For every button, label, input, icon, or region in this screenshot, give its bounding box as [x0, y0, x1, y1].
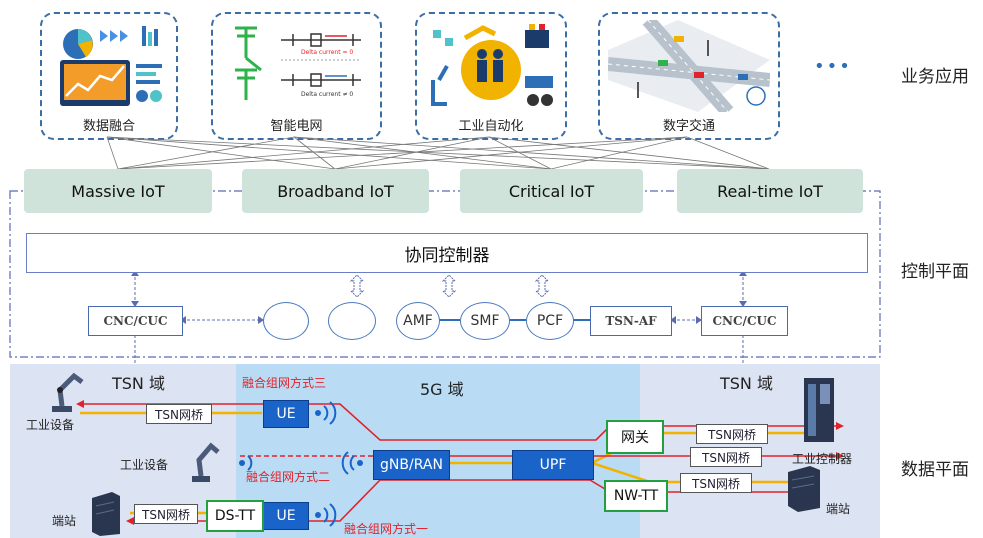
fusion-mode-3-label: 融合组网方式三 [242, 376, 327, 390]
data-fusion-illustration [50, 20, 168, 112]
gateway-box: 网关 [606, 420, 664, 454]
industrial-controller-label: 工业控制器 [792, 452, 853, 466]
fusion-mode-2-label: 融合组网方式二 [246, 470, 331, 484]
tsn-bridge-right-1: TSN网桥 [696, 424, 768, 444]
empty-function-oval-1 [263, 302, 309, 340]
ds-tt-box: DS-TT [206, 500, 264, 532]
iot-category-broadband: Broadband IoT [242, 169, 429, 213]
tsn-domain-right-title: TSN 域 [720, 374, 773, 393]
app-label: 数据融合 [82, 119, 135, 134]
empty-function-oval-2 [328, 302, 376, 340]
nw-tt-box: NW-TT [604, 480, 668, 512]
iot-category-massive: Massive IoT [24, 169, 212, 213]
robot-arm-icon [192, 442, 220, 482]
app-card-digital-traffic: 数字交通 [598, 12, 780, 140]
tsn-bridge-right-2: TSN网桥 [690, 447, 762, 467]
terminal-station-label-right: 端站 [826, 502, 851, 516]
coordinator-box: 协同控制器 [26, 233, 868, 273]
layer-label-business: 业务应用 [901, 67, 969, 87]
gnb-ran-box: gNB/RAN [373, 450, 450, 480]
smf-oval: SMF [460, 302, 510, 340]
iot-category-realtime: Real-time IoT [677, 169, 863, 213]
tsn-bridge-right-3: TSN网桥 [680, 473, 752, 493]
amf-oval: AMF [396, 302, 440, 340]
server-icon [788, 466, 820, 512]
tsn-bridge-left-top: TSN网桥 [146, 404, 212, 424]
digital-traffic-illustration [607, 15, 771, 117]
tsn-af-box: TSN-AF [590, 306, 672, 336]
pcf-oval: PCF [526, 302, 574, 340]
industrial-device-label-top: 工业设备 [26, 418, 75, 432]
fusion-mode-1-label: 融合组网方式一 [344, 522, 429, 536]
app-label: 工业自动化 [458, 119, 524, 134]
cnc-cuc-left-box: CNC/CUC [88, 306, 183, 336]
ue-box-bottom: UE [263, 502, 309, 530]
server-icon [92, 492, 120, 536]
app-label: 数字交通 [662, 119, 715, 134]
delta-current-zero-text: Delta current = 0 [301, 49, 353, 56]
wireless-signal-icon [239, 401, 363, 527]
more-applications-ellipsis: ••• [814, 56, 852, 77]
industrial-automation-illustration [425, 20, 557, 112]
cnc-cuc-right-box: CNC/CUC [701, 306, 788, 336]
industrial-device-label-mid: 工业设备 [120, 458, 169, 472]
delta-current-nonzero-text: Delta current ≠ 0 [301, 91, 353, 98]
robot-arm-icon [52, 372, 84, 412]
ue-box-top: UE [263, 400, 309, 428]
app-iot-mesh-lines [106, 136, 770, 170]
layer-label-data: 数据平面 [901, 460, 969, 480]
smart-grid-illustration: Delta current = 0 Delta current ≠ 0 [221, 20, 372, 112]
5g-domain-title: 5G 域 [420, 380, 464, 399]
tsn-bridge-left-bottom: TSN网桥 [134, 504, 198, 524]
industrial-controller-icon [804, 378, 834, 442]
app-card-data-fusion: 数据融合 [40, 12, 178, 140]
upf-box: UPF [512, 450, 594, 480]
app-card-industrial-automation: 工业自动化 [415, 12, 567, 140]
iot-category-critical: Critical IoT [460, 169, 643, 213]
tsn-domain-left [10, 364, 236, 538]
app-label: 智能电网 [270, 119, 323, 134]
tsn-domain-left-title: TSN 域 [112, 374, 165, 393]
terminal-station-label-left: 端站 [52, 514, 77, 528]
layer-label-control: 控制平面 [901, 262, 969, 282]
